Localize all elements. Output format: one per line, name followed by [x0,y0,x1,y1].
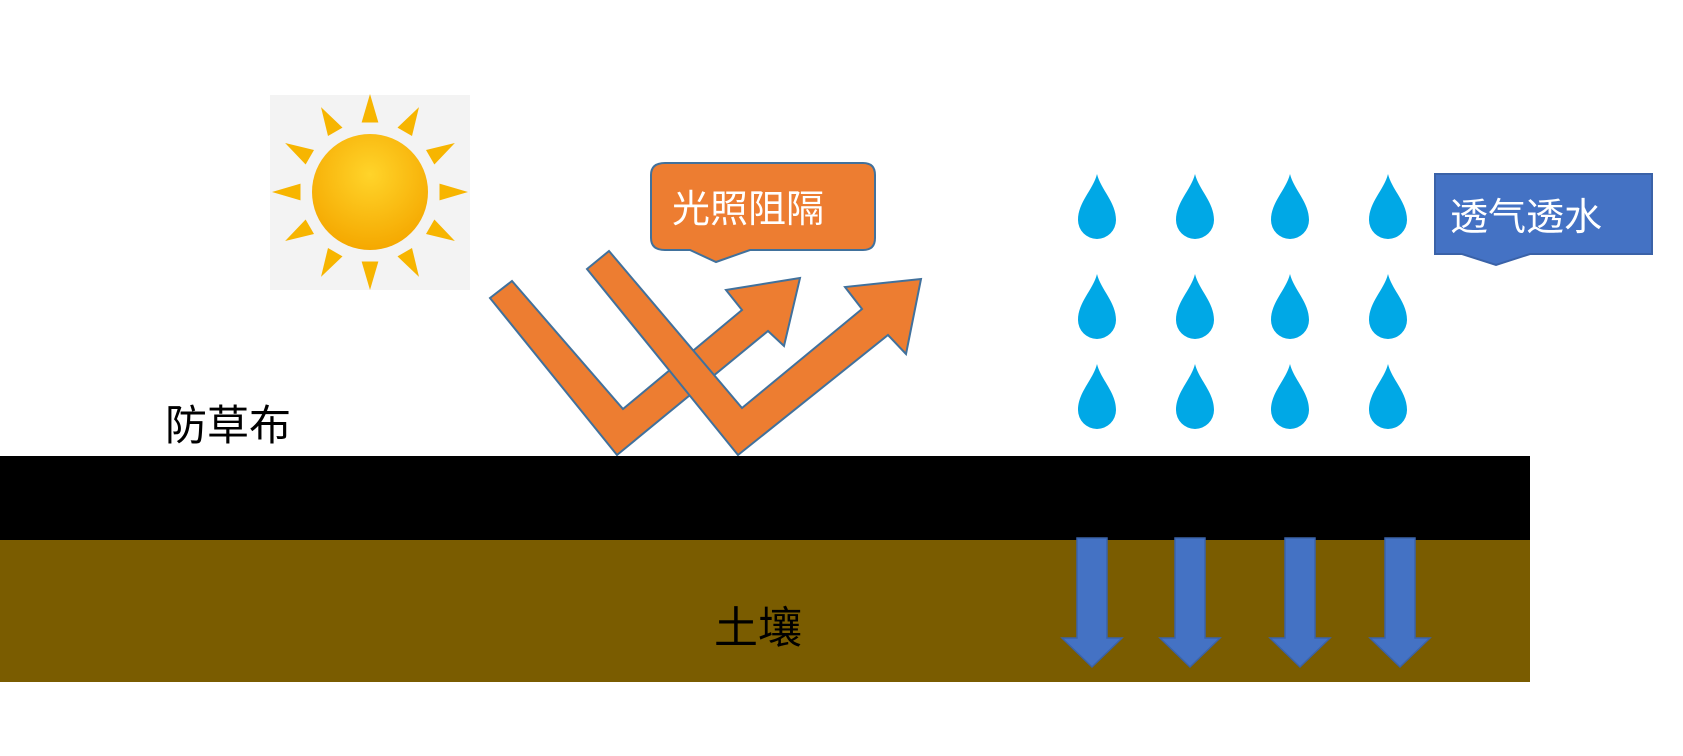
water-drop-icon [1078,274,1116,339]
water-drop-icon [1271,274,1309,339]
down-arrow-icon [1268,537,1332,669]
sun-ray [321,107,343,137]
reflected-light-arrow-right [585,249,923,457]
weed-barrier-fabric-layer [0,456,1530,540]
water-drop-icon [1369,364,1407,429]
down-arrows [1060,537,1432,669]
water-drop-icon [1078,174,1116,239]
sun-ray [397,107,419,137]
sun-ray [425,219,455,241]
light-block-label: 光照阻隔 [672,187,825,231]
water-drop-icon [1176,364,1214,429]
sun-ray [285,219,315,241]
sun-ray [425,143,455,165]
down-arrow-icon [1060,537,1124,669]
sun-ray [321,247,343,277]
sun-ray [272,183,301,201]
water-drop-icon [1176,274,1214,339]
down-arrow-icon [1158,537,1222,669]
water-drop-icon [1369,174,1407,239]
sun-ray [397,247,419,277]
sun-icon [270,94,470,290]
sun-ray [361,94,379,123]
light-block-callout [650,162,876,264]
breathable-label: 透气透水 [1450,195,1603,239]
water-drop-icon [1176,174,1214,239]
sun-ray [439,183,468,201]
down-arrow-icon [1368,537,1432,669]
water-drops [1078,174,1407,429]
soil-label: 土壤 [714,603,802,654]
sun-ray [361,261,379,290]
water-drop-icon [1369,274,1407,339]
water-drop-icon [1271,174,1309,239]
water-drop-icon [1271,364,1309,429]
breathable-callout [1434,173,1653,267]
sun-ray [285,143,315,165]
fabric-label: 防草布 [165,401,292,450]
soil-layer [0,540,1530,682]
water-drop-icon [1078,364,1116,429]
